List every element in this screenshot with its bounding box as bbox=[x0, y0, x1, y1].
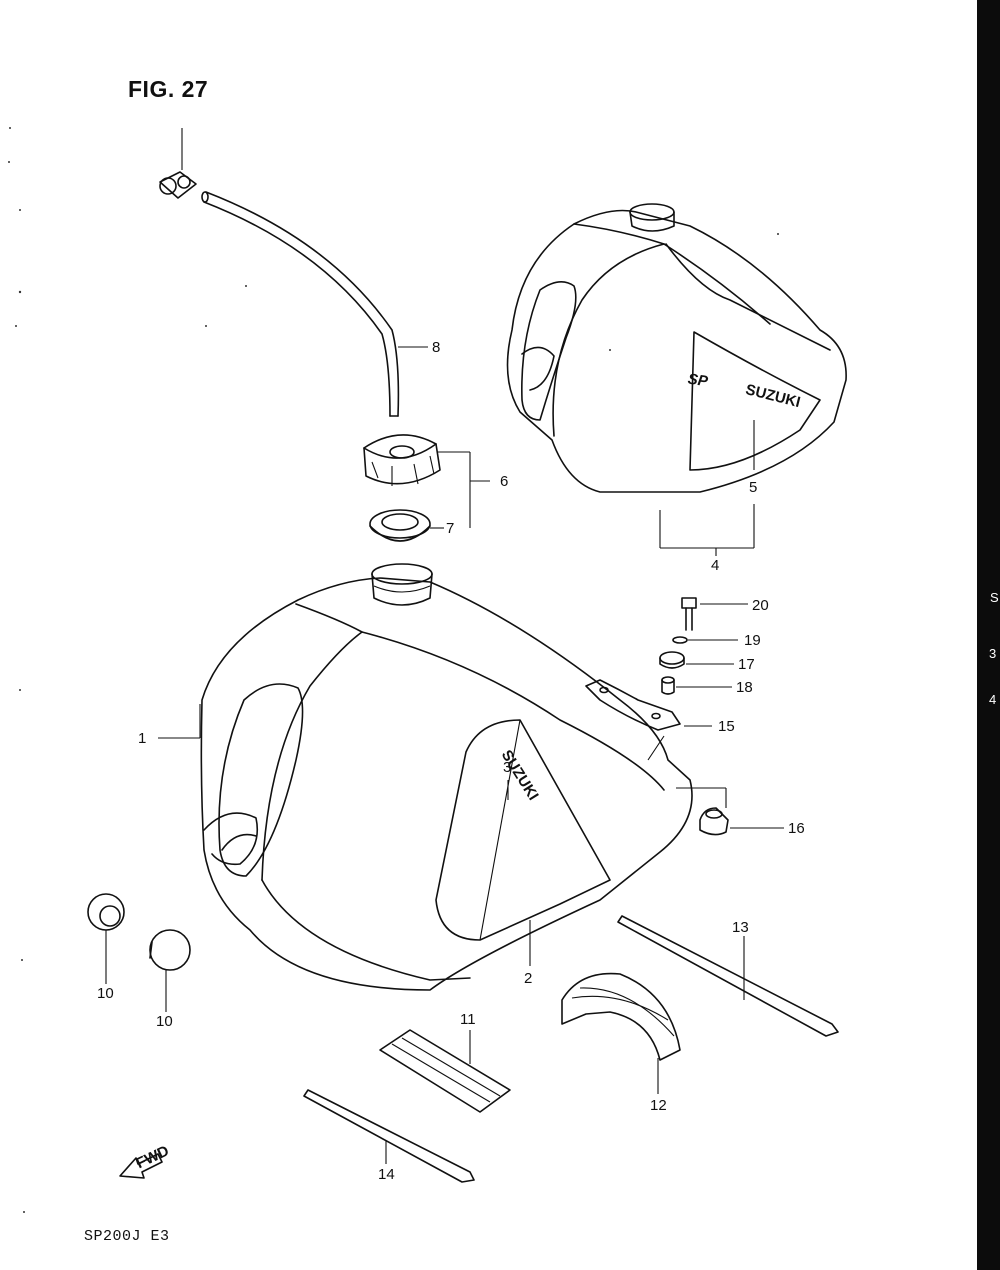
callout-20: 20 bbox=[752, 597, 769, 614]
scan-edge-bar bbox=[977, 0, 1000, 1270]
washer bbox=[672, 636, 688, 644]
callout-19: 19 bbox=[744, 632, 761, 649]
edge-char: S bbox=[990, 590, 999, 605]
callout-17: 17 bbox=[738, 656, 755, 673]
callout-7: 7 bbox=[446, 520, 454, 537]
forward-arrow-icon: FWD bbox=[119, 1142, 172, 1179]
bolt bbox=[681, 597, 697, 631]
rear-cushion bbox=[699, 807, 729, 836]
hose-clamp bbox=[159, 128, 197, 199]
callout-13: 13 bbox=[732, 919, 749, 936]
callout-1: 1 bbox=[138, 730, 146, 747]
callout-3: 3 bbox=[503, 759, 511, 776]
callout-4: 4 bbox=[711, 557, 719, 574]
model-code: SP200J E3 bbox=[84, 1228, 170, 1245]
rubber-pad bbox=[379, 1029, 511, 1113]
callout-14: 14 bbox=[378, 1166, 395, 1183]
main-fuel-tank: SUZUKI bbox=[200, 563, 693, 991]
band-14 bbox=[303, 1089, 475, 1183]
rubber-cap bbox=[149, 929, 191, 971]
leader-lines bbox=[105, 346, 784, 1164]
callout-8: 8 bbox=[432, 339, 440, 356]
callout-10: 10 bbox=[156, 1013, 173, 1030]
figure-title: FIG. 27 bbox=[128, 76, 209, 102]
edge-char: 3 bbox=[989, 646, 997, 661]
cushion bbox=[659, 651, 685, 669]
callout-15: 15 bbox=[718, 718, 735, 735]
scan-marks bbox=[8, 127, 779, 1213]
rubber-cover bbox=[561, 972, 681, 1061]
fwd-label: FWD bbox=[134, 1142, 172, 1172]
small-fuel-tank: SP SUZUKI bbox=[506, 203, 847, 493]
callout-2: 2 bbox=[524, 970, 532, 987]
callout-18: 18 bbox=[736, 679, 753, 696]
callout-11: 11 bbox=[460, 1011, 476, 1028]
collar bbox=[661, 676, 675, 695]
cap-gasket bbox=[369, 509, 431, 542]
sp-logo: SP bbox=[687, 371, 710, 391]
fuel-hose bbox=[201, 191, 400, 417]
callout-16: 16 bbox=[788, 820, 805, 837]
fuel-cap bbox=[363, 434, 441, 486]
band-13 bbox=[617, 915, 839, 1037]
rubber-cap bbox=[87, 893, 125, 931]
mounting-bracket bbox=[585, 679, 681, 731]
callout-10: 10 bbox=[97, 985, 114, 1002]
callout-5: 5 bbox=[749, 479, 757, 496]
callout-12: 12 bbox=[650, 1097, 667, 1114]
edge-char: 4 bbox=[989, 692, 997, 707]
callout-numbers: 8 6 7 5 4 1 3 2 20 19 17 18 15 16 13 12 … bbox=[97, 339, 805, 1183]
callout-6: 6 bbox=[500, 473, 508, 490]
